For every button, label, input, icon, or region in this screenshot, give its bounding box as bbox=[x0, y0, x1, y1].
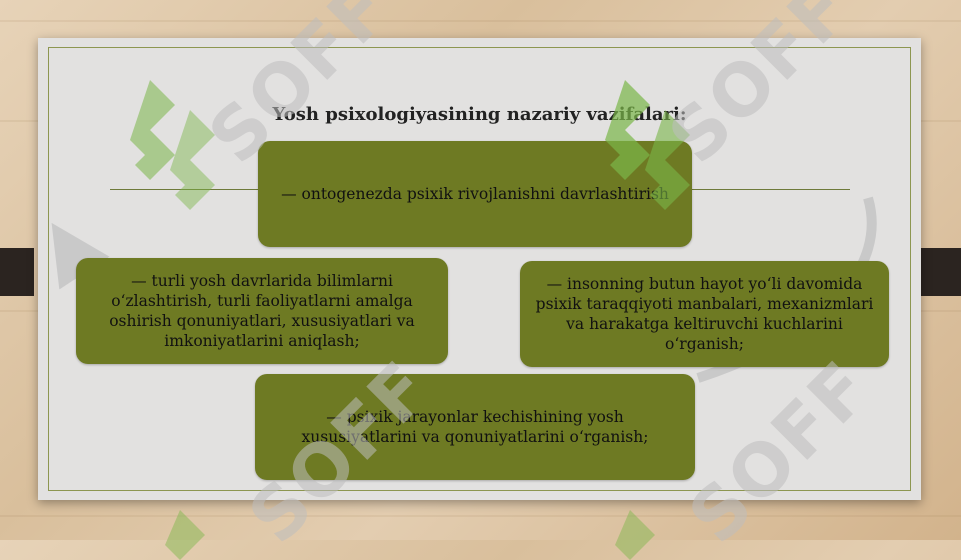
left-dark-bar bbox=[0, 248, 34, 296]
slide-frame bbox=[48, 47, 911, 491]
cycle-node-right-text: — insonning butun hayot yo‘li davomida p… bbox=[535, 274, 874, 354]
divider-right bbox=[678, 189, 850, 190]
cycle-node-bottom: — psixik jarayonlar kechishining yosh xu… bbox=[255, 374, 695, 480]
cycle-node-bottom-text: — psixik jarayonlar kechishining yosh xu… bbox=[301, 407, 649, 446]
cycle-node-right: — insonning butun hayot yo‘li davomida p… bbox=[520, 261, 889, 367]
cycle-node-left-text: — turli yosh davrlarida bilimlarni o‘zla… bbox=[109, 271, 415, 351]
cycle-node-left: — turli yosh davrlarida bilimlarni o‘zla… bbox=[76, 258, 448, 364]
cycle-node-top-text: — ontogenezda psixik rivojlanishni davrl… bbox=[281, 184, 669, 203]
cycle-node-top: — ontogenezda psixik rivojlanishni davrl… bbox=[258, 141, 692, 247]
slide-title: Yosh psixologiyasining nazariy vazifalar… bbox=[272, 104, 687, 125]
watermark-logo-icon bbox=[165, 510, 205, 560]
watermark-logo-icon bbox=[615, 510, 655, 560]
divider-left bbox=[110, 189, 290, 190]
slide: Yosh psixologiyasining nazariy vazifalar… bbox=[38, 38, 921, 500]
